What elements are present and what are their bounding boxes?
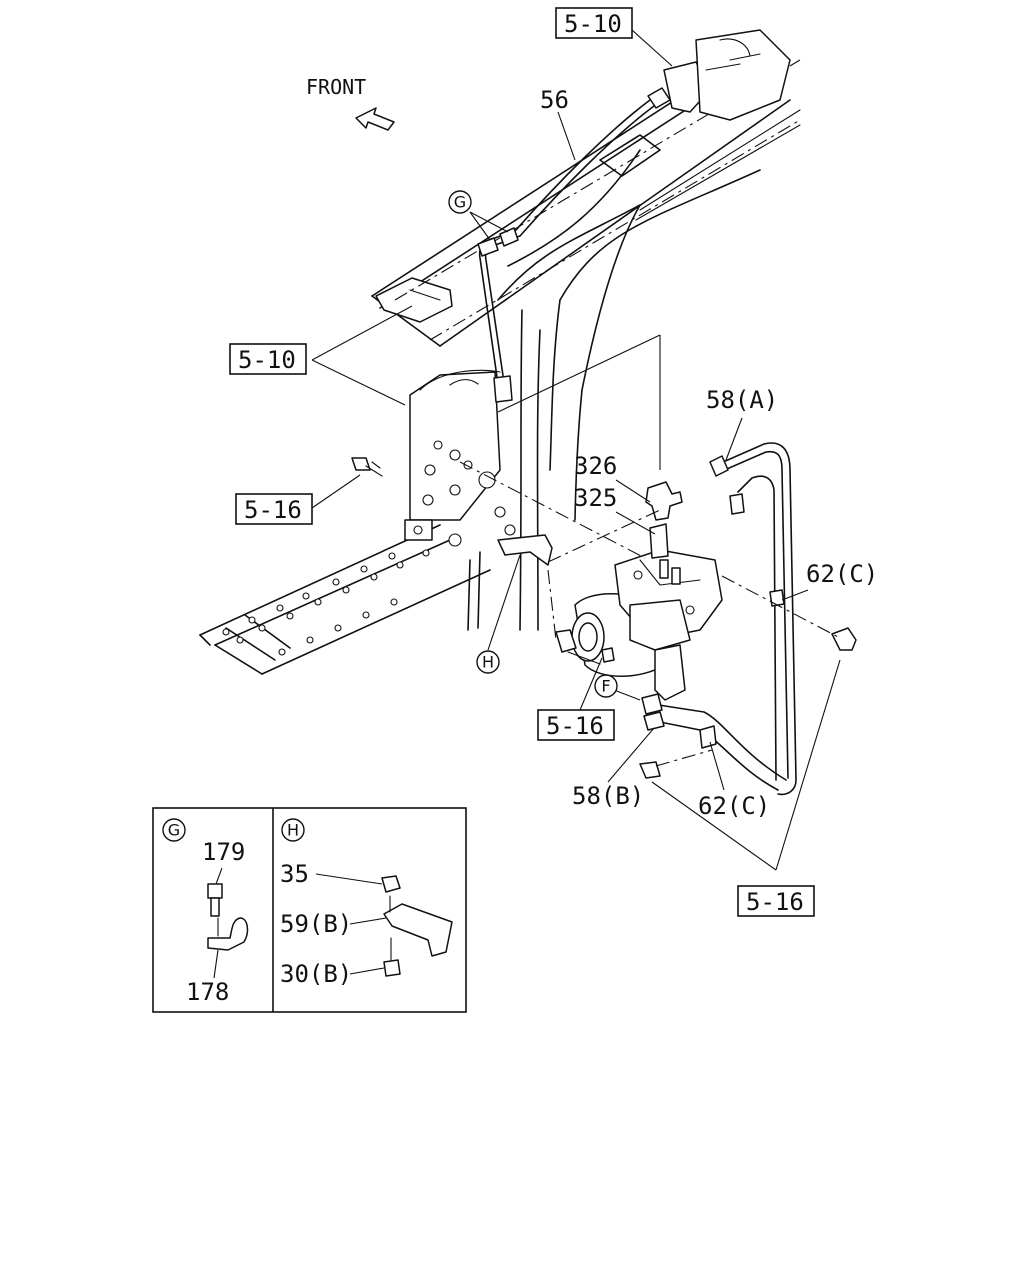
- marker-h-circle: [476, 650, 500, 674]
- nut-35: [381, 875, 401, 893]
- pipe-56: [477, 29, 791, 403]
- inset-h-35-label: 35: [280, 860, 309, 888]
- lower-frame-rail: [199, 524, 491, 675]
- detail-insets: G 179 178 H 35 59(B) 30(B): [152, 807, 467, 1013]
- ref-5-16-left: 5-16: [244, 496, 302, 524]
- upper-frame-rail: [371, 39, 801, 347]
- frame-bolt: [351, 457, 383, 477]
- inset-h-marker: H: [287, 821, 299, 840]
- inset-h-30b-label: 30(B): [280, 960, 352, 988]
- part-62c-lower-label: 62(C): [698, 792, 770, 820]
- cross-member: [467, 149, 761, 631]
- clamp-bolt-lower: [639, 761, 661, 779]
- part-56-label: 56: [540, 86, 569, 114]
- front-arrow-icon: [355, 107, 395, 131]
- ref-5-10-top: 5-10: [564, 10, 622, 38]
- part-326-label: 326: [574, 452, 617, 480]
- clamp-62c-upper: [769, 589, 785, 607]
- part-58b-label: 58(B): [572, 782, 644, 810]
- fitting-325: [649, 523, 669, 559]
- inset-h-59b-label: 59(B): [280, 910, 352, 938]
- part-58a-label: 58(A): [706, 386, 778, 414]
- hose-clip-bracket: [497, 534, 553, 566]
- inset-h-marker-circle: [281, 818, 305, 842]
- frame-bracket-plate: [404, 369, 516, 547]
- pipe-58b: [641, 693, 787, 791]
- valve-assembly: [555, 549, 723, 701]
- ref-5-16-mid-box: [537, 709, 615, 741]
- clamp-bolt-upper: [831, 627, 857, 651]
- inset-g-marker-circle: [162, 818, 186, 842]
- ref-5-16-left-box: [235, 493, 313, 525]
- ref-5-10-top-box: [555, 7, 633, 39]
- ref-5-16-mid: 5-16: [546, 712, 604, 740]
- ref-5-10-mid-box: [229, 343, 307, 375]
- clip-178: [207, 917, 249, 951]
- inset-g-178-label: 178: [186, 978, 229, 1006]
- marker-f: F: [601, 677, 610, 696]
- inset-frame: [152, 807, 467, 1013]
- ref-5-16-bottom: 5-16: [746, 888, 804, 916]
- ref-5-16-bottom-box: [737, 885, 815, 917]
- marker-h: H: [482, 653, 494, 672]
- bracket-59b: [383, 903, 453, 957]
- part-62c-upper-label: 62(C): [806, 560, 878, 588]
- ref-5-10-mid: 5-10: [238, 346, 296, 374]
- marker-f-circle: [594, 674, 618, 698]
- marker-g: G: [454, 193, 466, 212]
- inset-g-179-label: 179: [202, 838, 245, 866]
- bolt-179-shank: [210, 897, 220, 917]
- leader-lines: [311, 29, 841, 871]
- bolt-30b: [383, 959, 401, 977]
- fitting-326: [645, 481, 683, 521]
- front-label: FRONT: [306, 75, 366, 99]
- part-325-label: 325: [574, 484, 617, 512]
- pipe-58a: [709, 442, 797, 796]
- inset-g-marker: G: [168, 821, 180, 840]
- bolt-179: [207, 883, 223, 899]
- marker-g-circle: [448, 190, 472, 214]
